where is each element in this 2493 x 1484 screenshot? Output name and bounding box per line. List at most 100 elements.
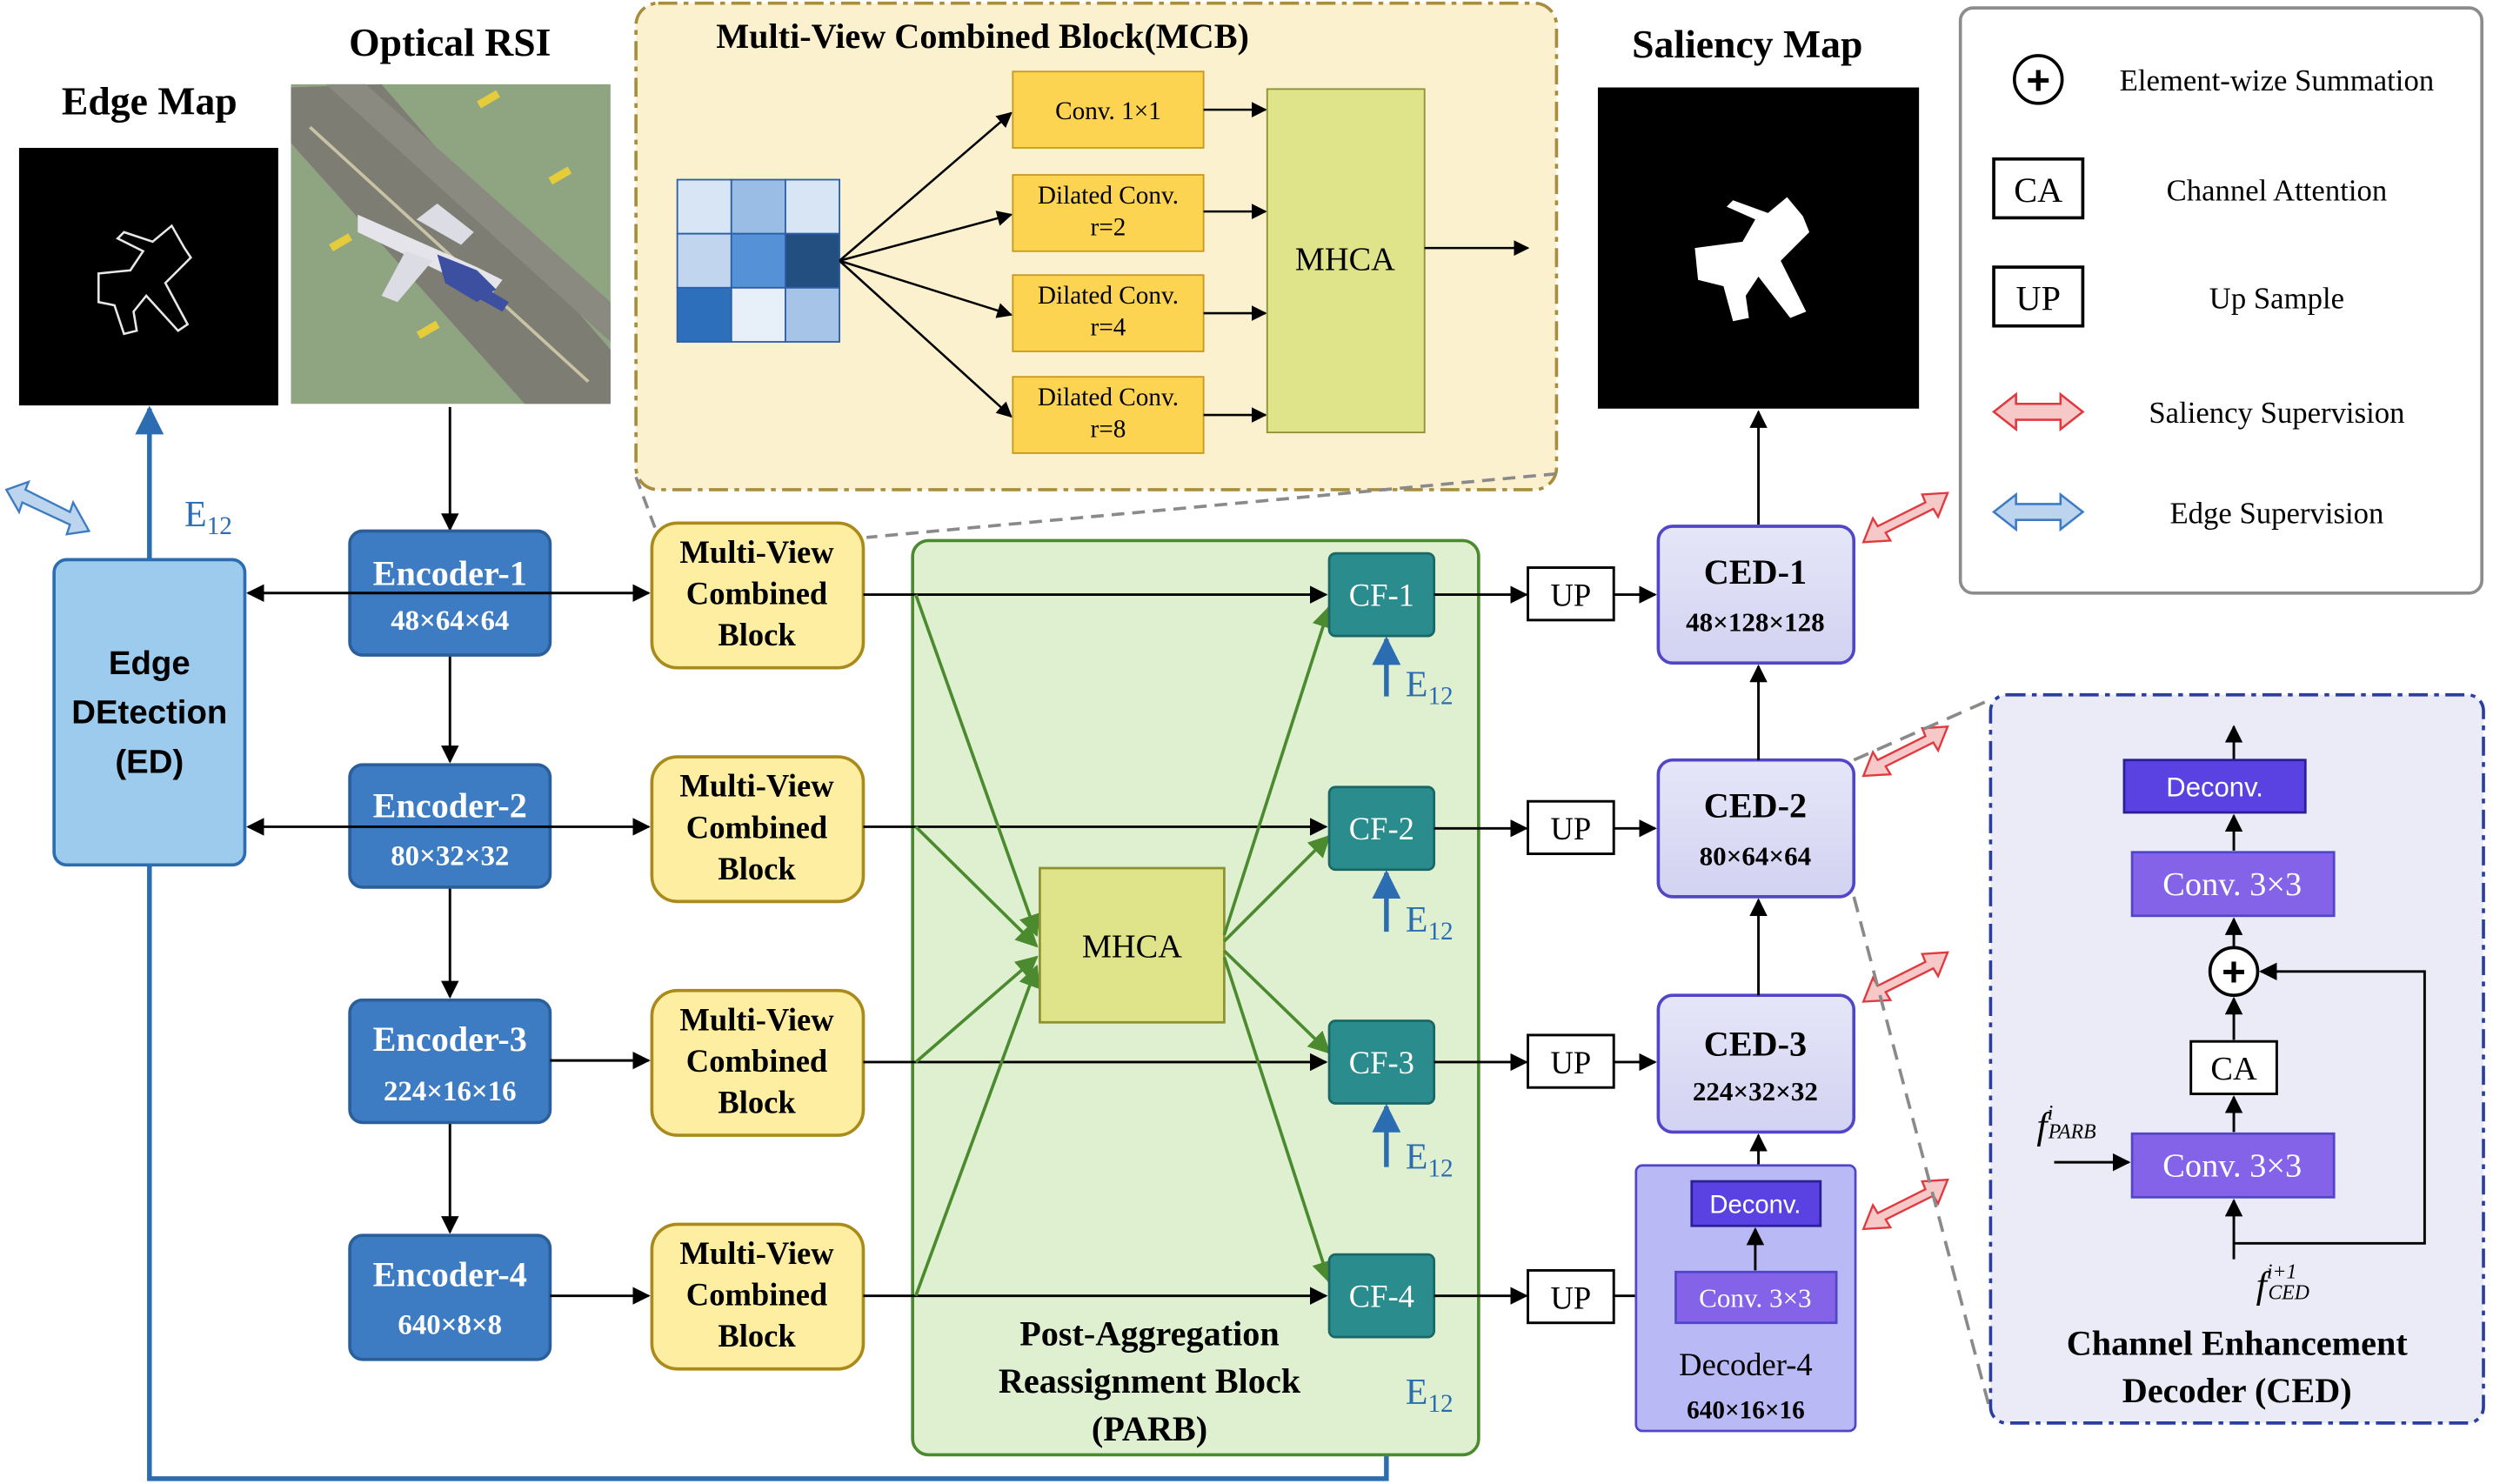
svg-text:r=2: r=2: [1091, 214, 1126, 242]
svg-text:CED-2: CED-2: [1704, 785, 1807, 825]
legend-sum-text: Element-wize Summation: [2120, 64, 2435, 97]
parb-mhca-box: MHCA: [1039, 866, 1226, 1024]
ced-1: CED-1 48×128×128: [1656, 525, 1856, 665]
mcb-callout-line: [634, 476, 657, 529]
svg-text:CF-4: CF-4: [1349, 1278, 1414, 1314]
mcb-block-1: Multi-View Combined Block: [650, 521, 866, 670]
svg-text:Combined: Combined: [686, 1277, 827, 1313]
ced-callout-line-2: [1852, 896, 1993, 1413]
cf-2: CF-2: [1327, 785, 1436, 872]
svg-text:Conv. 3×3: Conv. 3×3: [2162, 1148, 2302, 1185]
svg-text:Encoder-4: Encoder-4: [373, 1255, 527, 1294]
svg-text:Combined: Combined: [686, 809, 827, 845]
e12-label-cf2: E12: [1406, 900, 1454, 946]
optical-rsi-title: Optical RSI: [349, 20, 551, 64]
svg-text:Combined: Combined: [686, 1043, 827, 1079]
mcb-callout-line-2: [866, 471, 1557, 539]
up-box-2: UP: [1527, 799, 1615, 855]
edge-detection-block: Edge DEtection (ED): [52, 558, 247, 867]
svg-text:Dilated Conv.: Dilated Conv.: [1038, 384, 1179, 411]
svg-text:Dilated Conv.: Dilated Conv.: [1038, 282, 1179, 310]
svg-text:Combined: Combined: [686, 576, 827, 612]
svg-text:48×128×128: 48×128×128: [1686, 607, 1825, 638]
svg-text:(ED): (ED): [115, 743, 184, 780]
svg-text:CF-3: CF-3: [1349, 1045, 1414, 1080]
edge-map-image: [18, 147, 278, 406]
svg-text:+: +: [2026, 57, 2050, 104]
feature-grid: [676, 178, 840, 343]
edge-arrow-icon: [1991, 491, 2085, 532]
conv-1x1-box: Conv. 1×1: [1012, 70, 1205, 149]
cf-4: CF-4: [1327, 1253, 1436, 1339]
svg-text:Encoder-3: Encoder-3: [373, 1019, 527, 1059]
svg-text:Conv. 3×3: Conv. 3×3: [2162, 866, 2302, 903]
svg-text:CED-1: CED-1: [1704, 552, 1807, 592]
legend-up-text: Up Sample: [2209, 282, 2344, 316]
svg-text:80×64×64: 80×64×64: [1700, 840, 1812, 871]
encoder-4: Encoder-4 640×8×8: [348, 1233, 552, 1361]
mcb-detail-title: Multi-View Combined Block(MCB): [716, 17, 1249, 56]
svg-text:Block: Block: [718, 1084, 796, 1120]
svg-text:Encoder-2: Encoder-2: [373, 785, 527, 825]
saliency-map-image: [1597, 87, 1920, 409]
mcb-block-3: Multi-View Combined Block: [650, 988, 866, 1137]
optical-rsi-image: [291, 84, 611, 404]
svg-text:640×8×8: 640×8×8: [398, 1310, 502, 1341]
dilated-conv-r4-box: Dilated Conv. r=4: [1012, 274, 1205, 352]
dilated-conv-r2-box: Dilated Conv. r=2: [1012, 174, 1205, 252]
svg-text:UP: UP: [1551, 577, 1592, 612]
svg-text:CF-2: CF-2: [1349, 811, 1414, 846]
svg-text:CED-3: CED-3: [1704, 1025, 1807, 1064]
svg-text:Decoder-4: Decoder-4: [1679, 1347, 1812, 1382]
legend-saliency-text: Saliency Supervision: [2149, 396, 2404, 430]
svg-text:640×16×16: 640×16×16: [1687, 1396, 1805, 1424]
svg-text:Dilated Conv.: Dilated Conv.: [1038, 182, 1179, 210]
mcb-mhca-box: MHCA: [1266, 88, 1426, 434]
svg-text:Edge: Edge: [109, 645, 190, 682]
ed-edge-supervision-arrow: [4, 479, 91, 536]
ced-conv-bottom-box: [2130, 1132, 2336, 1199]
e12-label-cf4: E12: [1406, 1373, 1454, 1418]
saliency-supervision-arrow-1: [1861, 491, 1949, 544]
svg-text:Conv. 1×1: Conv. 1×1: [1055, 97, 1161, 125]
decoder4-conv-box: [1674, 1270, 1838, 1325]
saliency-supervision-arrow-2: [1861, 725, 1949, 778]
mcb-block-4: Multi-View Combined Block: [650, 1222, 866, 1371]
svg-text:MHCA: MHCA: [1082, 928, 1182, 965]
ced-ca-box: [2189, 1039, 2278, 1095]
e12-label-cf3: E12: [1406, 1137, 1454, 1182]
decoder4-deconv-box: [1690, 1180, 1822, 1227]
svg-text:DEtection: DEtection: [71, 694, 227, 732]
edge-map-title: Edge Map: [62, 79, 237, 124]
svg-text:48×64×64: 48×64×64: [391, 605, 509, 637]
legend-edge-text: Edge Supervision: [2169, 496, 2383, 530]
up-box-4: UP: [1527, 1268, 1615, 1325]
svg-text:+: +: [2222, 949, 2246, 995]
svg-text:80×32×32: 80×32×32: [391, 840, 509, 872]
saliency-map-title: Saliency Map: [1632, 22, 1862, 66]
cf-3: CF-3: [1327, 1019, 1436, 1105]
svg-text:Post-Aggregation: Post-Aggregation: [1019, 1314, 1280, 1353]
legend-ca-text: Channel Attention: [2167, 173, 2388, 207]
mcb-block-2: Multi-View Combined Block: [650, 755, 866, 904]
svg-text:CA: CA: [2014, 170, 2062, 210]
svg-text:Deconv.: Deconv.: [1709, 1192, 1801, 1220]
ced-sum-icon: [2208, 946, 2260, 998]
cf-1: CF-1: [1327, 551, 1436, 638]
ced-deconv-box: [2122, 759, 2307, 814]
saliency-arrow-icon: [1991, 391, 2085, 432]
svg-text:MHCA: MHCA: [1295, 242, 1395, 278]
encoder-3: Encoder-3 224×16×16: [348, 998, 552, 1125]
legend: + Element-wize Summation CA Channel Atte…: [1958, 6, 2484, 595]
up-box-1: UP: [1527, 566, 1615, 622]
svg-text:Multi-View: Multi-View: [679, 534, 834, 570]
svg-text:Reassignment Block: Reassignment Block: [999, 1361, 1301, 1400]
ced-conv-top-box: [2130, 851, 2336, 918]
e12-label-cf1: E12: [1406, 665, 1454, 711]
mcb-detail-panel: Multi-View Combined Block(MCB) Conv. 1×1…: [634, 1, 1559, 491]
svg-text:UP: UP: [1551, 1045, 1592, 1080]
